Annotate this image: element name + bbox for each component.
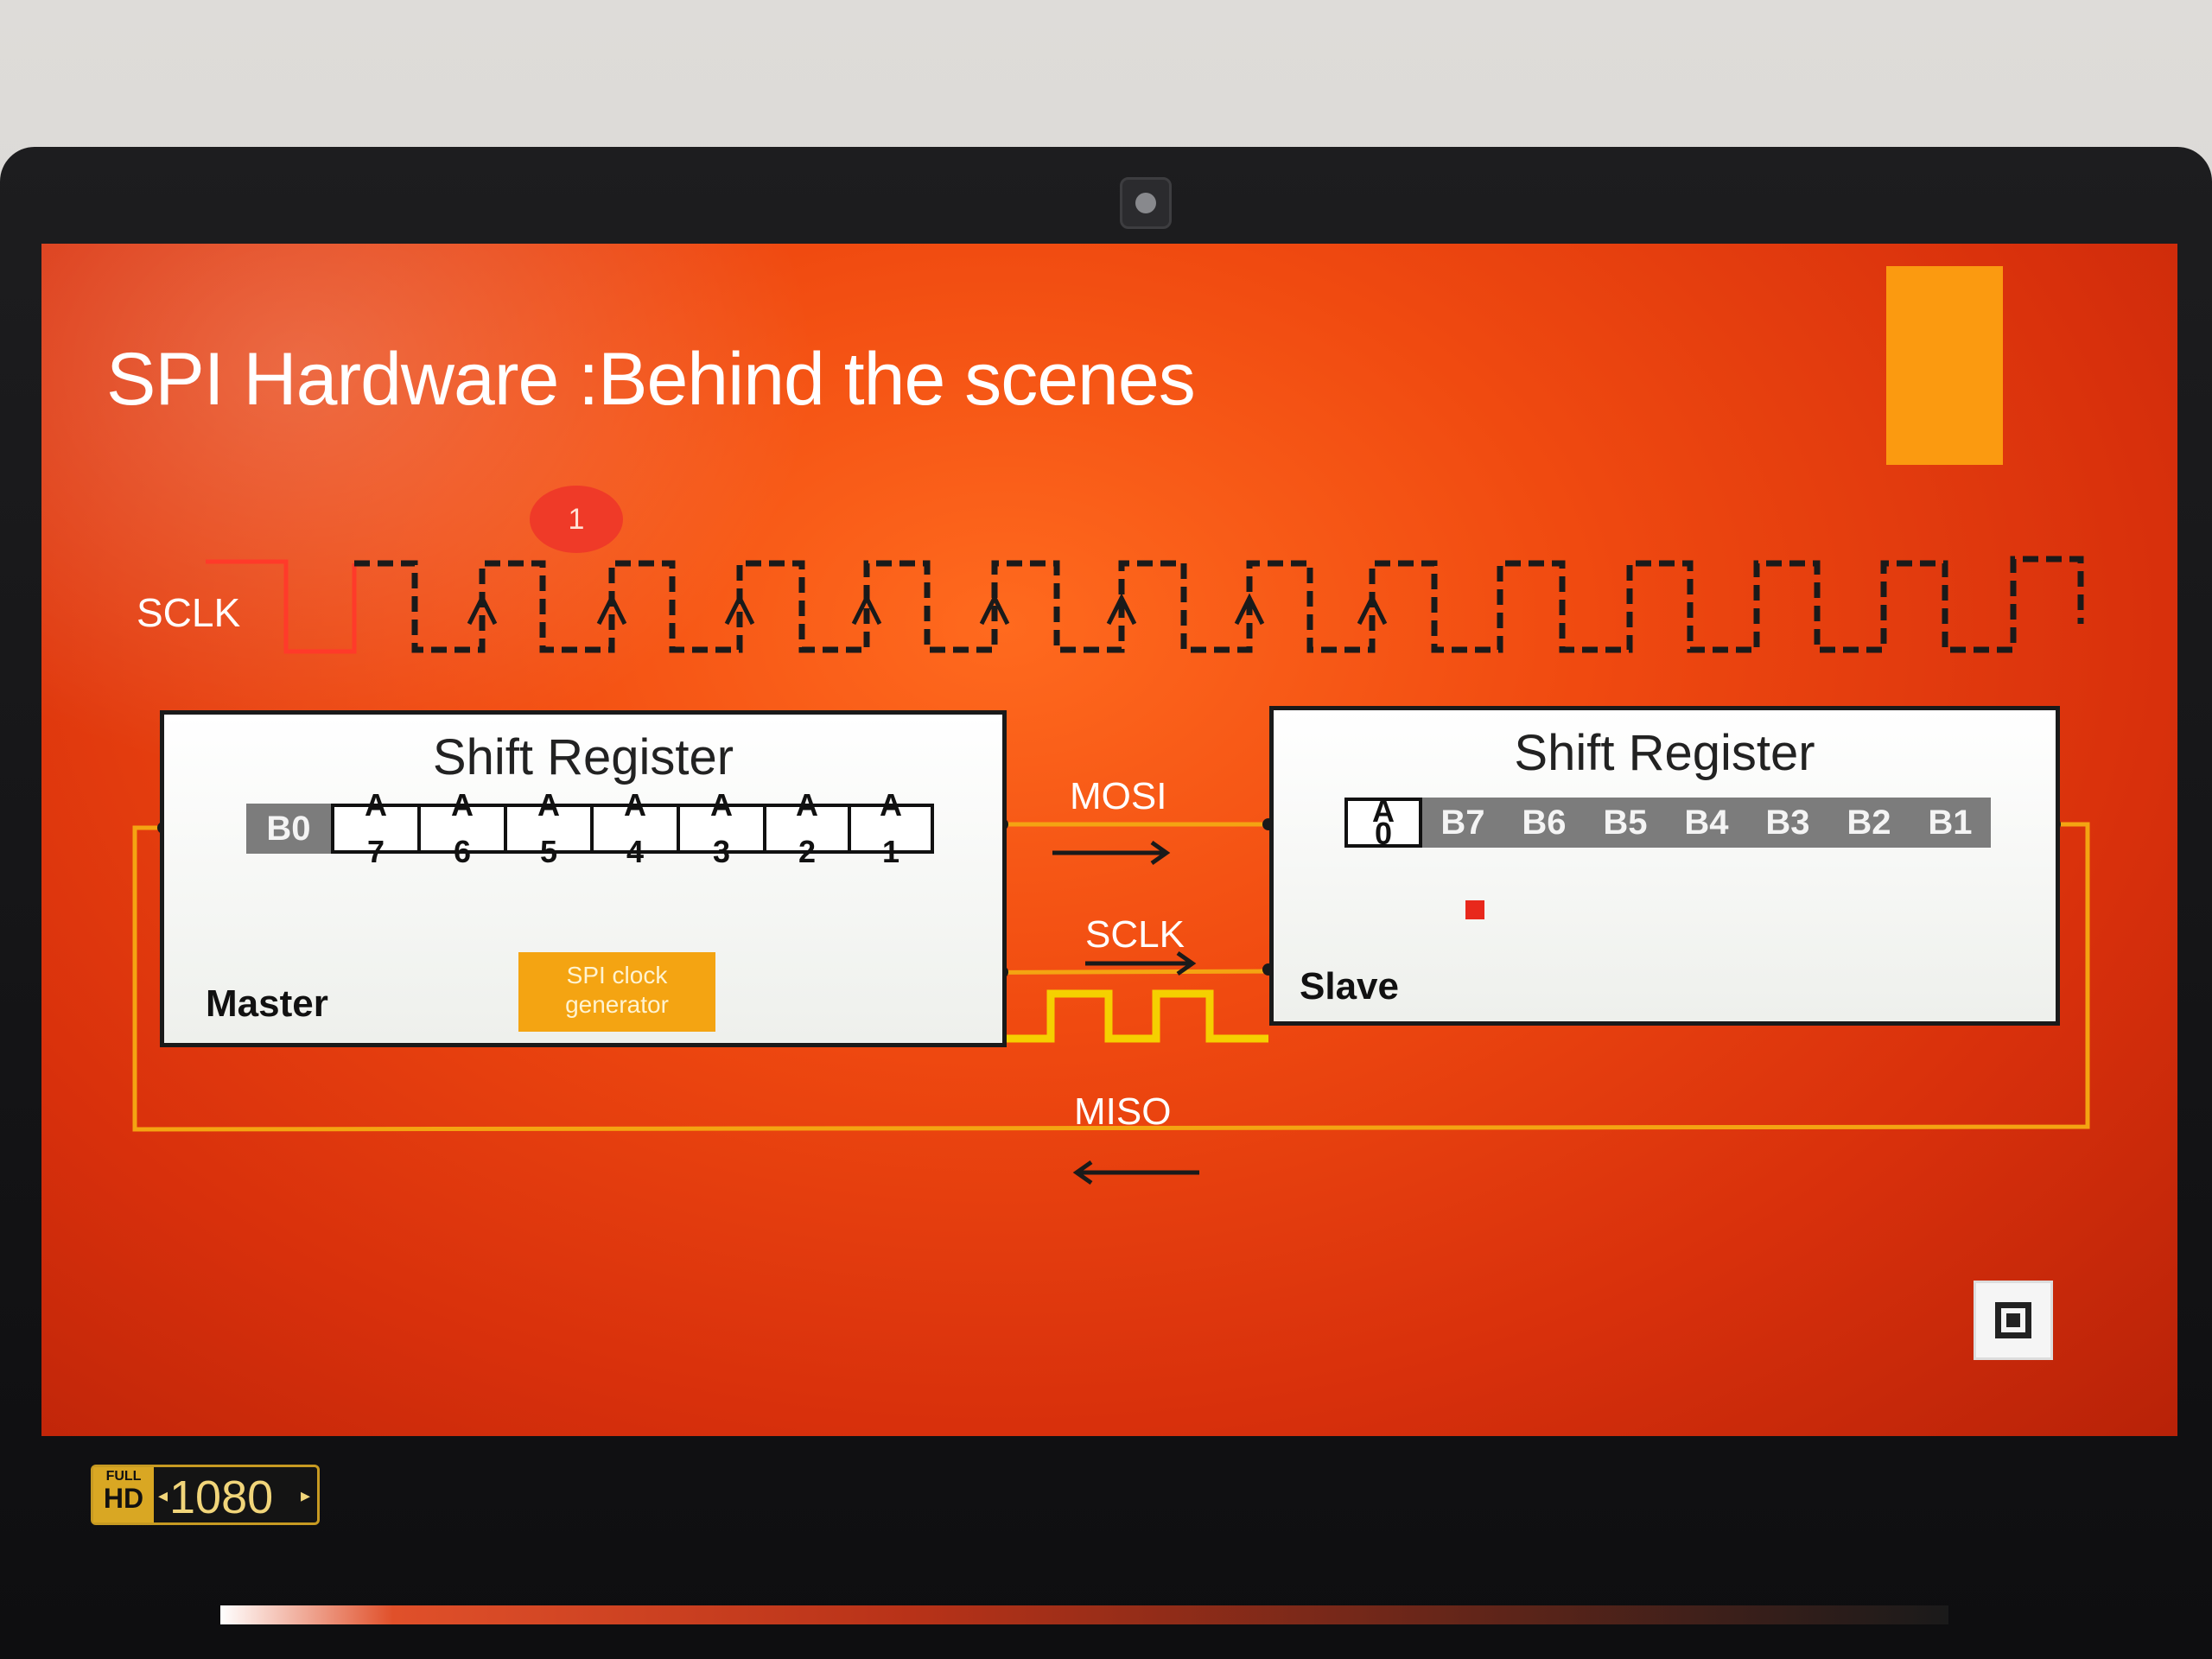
master-box-title: Shift Register [432, 729, 734, 785]
slave-b-cell: B6 [1503, 798, 1585, 848]
full-hd-badge: FULL HD ◂ 1080 ▸ [91, 1465, 320, 1525]
webcam-icon [1120, 177, 1172, 229]
rising-edge-arrows [467, 593, 1388, 626]
slave-box: Shift Register Slave [1269, 706, 2060, 1026]
sclk-label: SCLK [137, 590, 241, 635]
step-badge: 1 [530, 486, 623, 553]
slave-b-cell: B5 [1585, 798, 1666, 848]
slide-title: SPI Hardware :Behind the scenes [106, 338, 1196, 421]
clock-generator-line1: SPI clock [566, 962, 668, 988]
spi-clock-generator: SPI clock generator [518, 952, 715, 1032]
sclk-signal-label: SCLK [1085, 913, 1185, 956]
sclk-first-edge [206, 559, 357, 654]
slave-b-cell: B7 [1422, 798, 1503, 848]
sclk-dashed-waveform [354, 556, 2084, 653]
miso-loop [132, 822, 2090, 1132]
master-b0-cell: B0 [246, 804, 331, 854]
slave-b-cell: B4 [1666, 798, 1747, 848]
screen-reflection-strip [220, 1605, 1948, 1624]
master-label: Master [206, 982, 328, 1025]
slave-b-cell: B1 [1910, 798, 1991, 848]
accent-rectangle [1886, 266, 2003, 465]
slave-label: Slave [1300, 965, 1399, 1007]
mosi-label: MOSI [1070, 775, 1167, 817]
chip-logo-icon [1974, 1281, 2053, 1360]
resolution-label: 1080 [169, 1471, 274, 1523]
slave-b-cell: B3 [1747, 798, 1828, 848]
sclk-pulses [992, 989, 1268, 1043]
hd-badge-label: FULL HD [93, 1467, 154, 1522]
slave-b-cell: B2 [1828, 798, 1910, 848]
miso-label: MISO [1074, 1090, 1172, 1133]
clock-generator-line2: generator [565, 991, 669, 1018]
slide-screen: SPI Hardware :Behind the scenes 1 SCLK [41, 244, 2177, 1436]
pointer-dot [1465, 900, 1484, 919]
slave-box-title: Shift Register [1514, 725, 1815, 781]
